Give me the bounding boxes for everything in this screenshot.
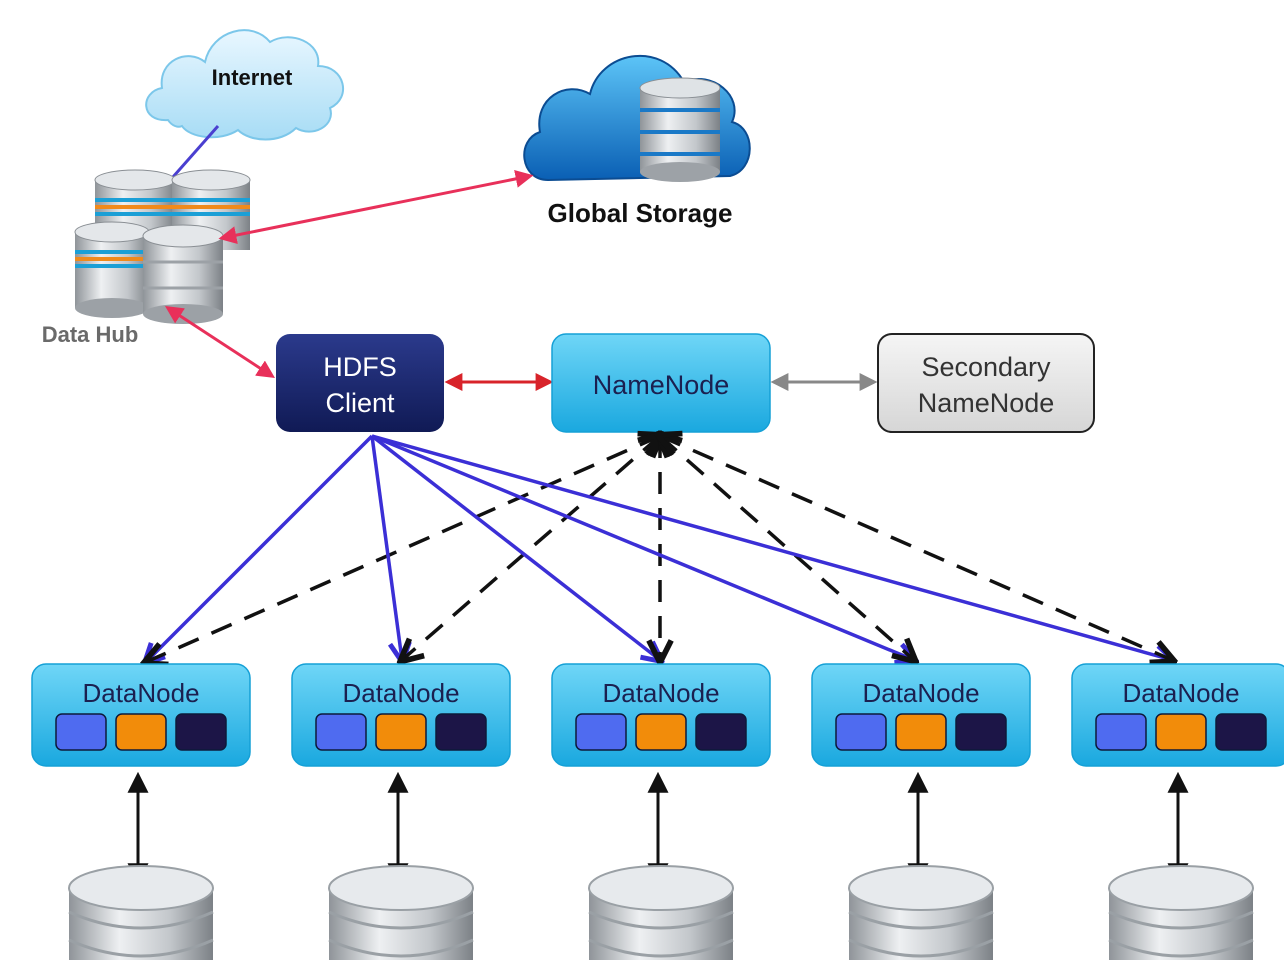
datanode-box: DataNode bbox=[291, 663, 511, 767]
block-blue bbox=[55, 713, 107, 751]
hdfs-client-box: HDFS Client bbox=[276, 334, 444, 432]
block-navy bbox=[175, 713, 227, 751]
block-blue bbox=[575, 713, 627, 751]
namenode-datanode-heartbeat bbox=[660, 436, 914, 660]
disk-storage-icon bbox=[588, 865, 734, 960]
block-blue bbox=[315, 713, 367, 751]
hub-client-arrow bbox=[164, 306, 276, 378]
client-datanode-arrow bbox=[146, 434, 374, 662]
global-storage-label: Global Storage bbox=[548, 198, 733, 228]
client-datanode-arrow bbox=[370, 435, 402, 660]
datanode-label: DataNode bbox=[602, 678, 719, 708]
block-navy bbox=[955, 713, 1007, 751]
datanode-label: DataNode bbox=[82, 678, 199, 708]
namenode-box: NameNode bbox=[551, 333, 771, 433]
data-hub-icon bbox=[74, 169, 251, 324]
block-orange bbox=[1155, 713, 1207, 751]
block-orange bbox=[635, 713, 687, 751]
block-orange bbox=[895, 713, 947, 751]
client-datanode-arrow bbox=[371, 434, 1172, 660]
block-navy bbox=[435, 713, 487, 751]
namenode-datanode-heartbeat bbox=[146, 436, 660, 662]
datanode-label: DataNode bbox=[862, 678, 979, 708]
data-hub-label: Data Hub bbox=[42, 322, 139, 347]
namenode-datanode-heartbeat bbox=[660, 436, 1172, 660]
disk-storage-icon bbox=[328, 865, 474, 960]
disk-storage-icon bbox=[68, 865, 214, 960]
namenode-datanode-heartbeat bbox=[402, 436, 660, 660]
block-navy bbox=[695, 713, 747, 751]
hdfs-client-label-line1: HDFS bbox=[323, 352, 397, 382]
secondary-label-line2: NameNode bbox=[918, 388, 1055, 418]
datanode-label: DataNode bbox=[342, 678, 459, 708]
hdfs-client-label-line2: Client bbox=[325, 388, 395, 418]
disk-storage-icon bbox=[1108, 865, 1254, 960]
disk-storage-icon bbox=[848, 865, 994, 960]
internet-label: Internet bbox=[212, 65, 293, 90]
block-orange bbox=[115, 713, 167, 751]
global-storage-icon bbox=[523, 54, 751, 182]
client-datanode-arrow bbox=[371, 434, 914, 660]
datanode-box: DataNode bbox=[811, 663, 1031, 767]
internet-link bbox=[163, 125, 220, 187]
datanode-box: DataNode bbox=[551, 663, 771, 767]
hub-global-storage-arrow bbox=[218, 170, 534, 244]
namenode-label: NameNode bbox=[593, 370, 730, 400]
secondary-label-line1: Secondary bbox=[921, 352, 1051, 382]
internet-cloud-icon bbox=[145, 29, 345, 141]
datanode-box: DataNode bbox=[1071, 663, 1284, 767]
block-navy bbox=[1215, 713, 1267, 751]
block-blue bbox=[835, 713, 887, 751]
block-orange bbox=[375, 713, 427, 751]
secondary-namenode-box: Secondary NameNode bbox=[877, 333, 1095, 433]
connections-layer bbox=[127, 434, 1189, 885]
datanode-box: DataNode bbox=[31, 663, 251, 767]
block-blue bbox=[1095, 713, 1147, 751]
client-datanode-arrow bbox=[370, 434, 660, 660]
datanode-label: DataNode bbox=[1122, 678, 1239, 708]
datanodes-layer: DataNode DataNode DataNode DataNode DataNode bbox=[31, 663, 1284, 960]
